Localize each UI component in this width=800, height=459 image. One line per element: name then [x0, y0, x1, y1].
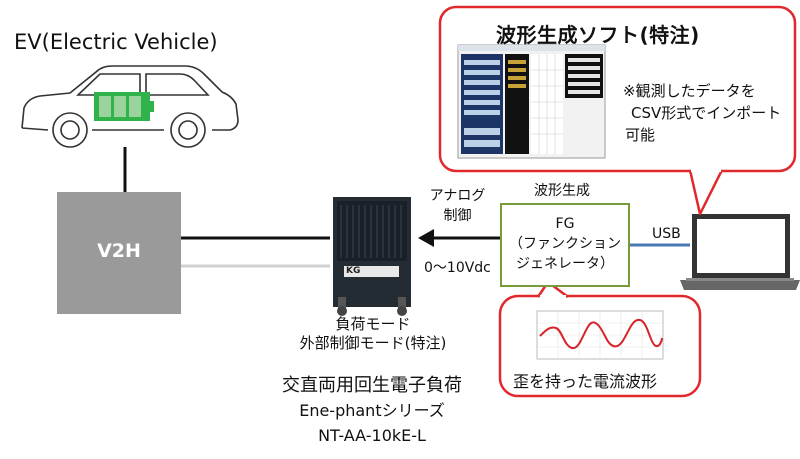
analog-control-line1: アナログ — [429, 188, 486, 204]
battery-icon — [94, 92, 154, 121]
function-generator-box — [500, 203, 630, 287]
product-name: 交直両用回生電子負荷 — [282, 375, 462, 396]
software-callout-title: 波形生成ソフト(特注) — [496, 23, 700, 47]
fg-line1: FG — [555, 216, 575, 232]
note-line1: ※観測したデータを — [623, 82, 756, 100]
note-line2: CSV形式でインポート — [631, 104, 782, 122]
product-model: NT-AA-10kE-L — [318, 426, 426, 445]
function-generator-label: FG （ファンクション ジェネレータ） — [500, 214, 630, 274]
waveform-generation-label: 波形生成 — [534, 183, 590, 199]
product-caption: 交直両用回生電子負荷 Ene-phantシリーズ NT-AA-10kE-L — [262, 373, 482, 448]
fg-line2: （ファンクション — [509, 236, 621, 252]
load-caption-line2: 外部制御モード(特注) — [299, 334, 447, 352]
v2h-label: V2H — [97, 240, 141, 262]
v2h-box — [57, 192, 181, 314]
usb-label: USB — [652, 226, 681, 242]
electronic-load-cabinet — [333, 197, 411, 316]
software-callout-note: ※観測したデータを CSV形式でインポート 可能 — [623, 80, 781, 146]
ev-title: EV(Electric Vehicle) — [14, 30, 218, 54]
distorted-waveform-plot — [536, 310, 664, 360]
analog-control-label: アナログ 制御 — [420, 186, 495, 226]
analog-control-line2: 制御 — [443, 208, 472, 224]
load-caption: 負荷モード 外部制御モード(特注) — [283, 315, 463, 353]
fg-line3: ジェネレータ） — [516, 256, 614, 272]
note-line3: 可能 — [625, 126, 656, 144]
arrow-head-icon — [418, 229, 434, 247]
analog-range-label: 0～10Vdc — [424, 260, 491, 276]
product-series: Ene-phantシリーズ — [299, 401, 445, 420]
software-screenshot — [457, 44, 606, 159]
distortion-caption: 歪を持った電流波形 — [513, 372, 658, 391]
load-badge: KG — [346, 266, 361, 276]
software-callout-pointer — [688, 169, 724, 216]
load-caption-line1: 負荷モード — [335, 315, 411, 333]
laptop-icon — [680, 214, 800, 290]
load-badge-plate — [344, 266, 399, 277]
ev-car-icon — [21, 65, 239, 148]
